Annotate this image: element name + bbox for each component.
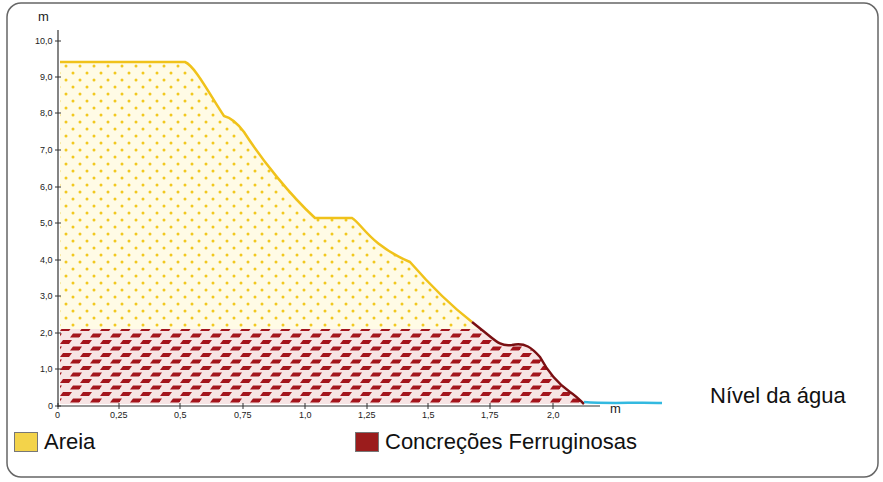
x-tick [119, 403, 120, 409]
x-tick [243, 403, 244, 409]
x-tick [180, 403, 181, 409]
y-tick [55, 150, 61, 151]
y-tick [55, 260, 61, 261]
y-tick [55, 333, 61, 334]
tick-label: 3,0 [40, 292, 53, 301]
legend-label: Areia [44, 431, 95, 453]
x-tick [367, 403, 368, 409]
legend-label: Concreções Ferruginosas [385, 431, 637, 453]
tick-label: 1,0 [299, 411, 312, 420]
water-level-label: Nível da água [710, 385, 846, 407]
y-tick [55, 187, 61, 188]
tick-label: 6,0 [40, 183, 53, 192]
tick-label: 0,75 [234, 411, 252, 420]
tick-label: 1,25 [358, 411, 376, 420]
tick-label: 2,0 [40, 329, 53, 338]
tick-label: 1,0 [40, 365, 53, 374]
axis-unit: m [610, 402, 621, 415]
axis-unit: m [38, 10, 49, 23]
x-tick [58, 403, 59, 409]
tick-label: 0,5 [174, 411, 187, 420]
tick-label: 0 [48, 402, 53, 411]
y-tick [55, 369, 61, 370]
y-tick [55, 41, 61, 42]
tick-label: 0,25 [110, 411, 128, 420]
x-tick [553, 403, 554, 409]
tick-label: 2,0 [547, 411, 560, 420]
legend-swatch [355, 432, 379, 452]
tick-label: 9,0 [40, 73, 53, 82]
tick-label: 5,0 [40, 219, 53, 228]
x-tick [305, 403, 306, 409]
tick-label: 4,0 [40, 256, 53, 265]
tick-label: 0 [55, 411, 60, 420]
tick-label: 1,75 [481, 411, 499, 420]
legend-swatch [14, 432, 38, 452]
tick-label: 10,0 [35, 37, 53, 46]
tick-label: 8,0 [40, 109, 53, 118]
y-tick [55, 77, 61, 78]
y-tick [55, 296, 61, 297]
tick-label: 7,0 [40, 146, 53, 155]
x-tick [428, 403, 429, 409]
tick-label: 1,5 [422, 411, 435, 420]
x-tick [490, 403, 491, 409]
y-tick [55, 223, 61, 224]
y-tick [55, 113, 61, 114]
